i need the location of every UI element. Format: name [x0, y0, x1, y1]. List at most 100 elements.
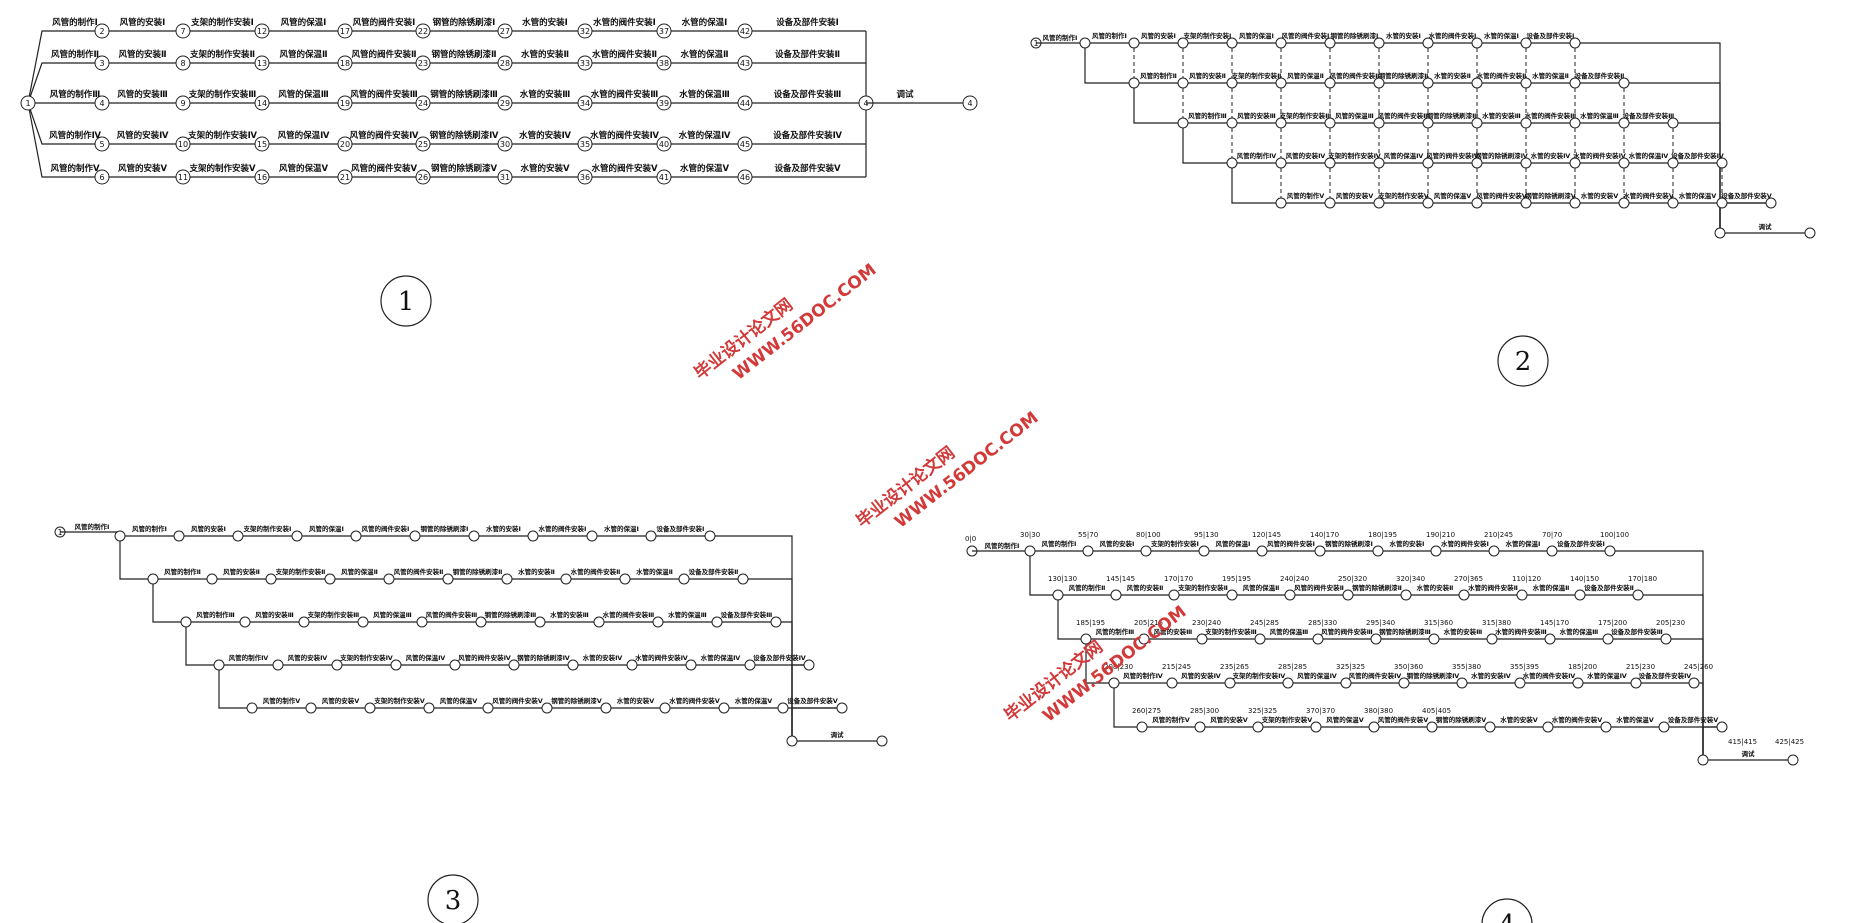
test-activity-label: 调试: [831, 730, 845, 739]
activity-label: 风管的安装Ⅱ: [223, 567, 260, 576]
event-node: [497, 169, 513, 185]
event-node: [1471, 37, 1483, 49]
activity-label: 钢管的除锈刷漆Ⅴ: [431, 163, 498, 174]
event-node: [497, 95, 513, 111]
activity-label: 钢管的除锈刷漆Ⅳ: [1475, 151, 1529, 160]
event-time-label: 170|180: [1628, 575, 1657, 583]
event-node: [1716, 721, 1728, 733]
activity-label: 钢管的除锈刷漆Ⅰ: [421, 524, 469, 533]
activity-label: 风管的保温Ⅱ: [279, 49, 327, 60]
event-node: [254, 136, 270, 152]
activity-line: [218, 665, 252, 709]
activity-line: [1057, 595, 1086, 640]
event-node: [534, 616, 546, 628]
activity-label: 钢管的除锈刷漆Ⅴ: [1436, 715, 1487, 724]
event-node: [1430, 545, 1442, 557]
event-node: [1168, 589, 1180, 601]
activity-label: 钢管的除锈刷漆Ⅱ: [1352, 583, 1402, 592]
event-node: [1108, 677, 1120, 689]
event-node: [659, 702, 671, 714]
activity-label: 支架的制作安装Ⅳ: [1232, 671, 1287, 680]
event-node: [777, 702, 789, 714]
activity-label: 水管的阀件安装Ⅴ: [1552, 715, 1603, 724]
activity-label: 风管的制作Ⅴ: [50, 163, 100, 174]
activity-label: 设备及部件安装Ⅰ: [1527, 31, 1575, 40]
activity-label: 风管的安装Ⅰ: [1141, 31, 1176, 40]
activity-label: 设备及部件安装Ⅴ: [787, 696, 838, 705]
event-node: [173, 530, 185, 542]
activity-label: 风管的阀件安装Ⅴ: [1476, 191, 1527, 200]
event-node: [1226, 37, 1238, 49]
event-node-number: 44: [740, 99, 750, 108]
activity-label: 水管的安装Ⅱ: [520, 49, 569, 60]
event-node: [1254, 633, 1266, 645]
activity-label: 风管的阀件安装Ⅳ: [350, 130, 420, 141]
activity-label: 风管的阀件安装Ⅲ: [350, 89, 418, 100]
event-node: [497, 136, 513, 152]
event-node: [94, 95, 110, 111]
activity-label: 水管的安装Ⅳ: [583, 653, 624, 662]
activity-label: 水管的安装Ⅲ: [550, 610, 589, 619]
activity-label: 风管的阀件安装Ⅲ: [426, 610, 478, 619]
activity-label: 风管的制作Ⅱ: [1140, 71, 1177, 80]
event-time-label: 185|200: [1568, 663, 1597, 671]
event-node: [1275, 197, 1287, 209]
event-node: [1422, 37, 1434, 49]
activity-label: 钢管的除锈刷漆Ⅴ: [1525, 191, 1576, 200]
activity-line: [27, 102, 102, 145]
event-time-label: 405|405: [1422, 707, 1451, 715]
activity-label: 水管的安装Ⅲ: [1482, 111, 1521, 120]
activity-line: [152, 579, 186, 623]
event-node: [1422, 157, 1434, 169]
event-node: [147, 573, 159, 585]
event-node: [1177, 77, 1189, 89]
event-time-label: 285|300: [1190, 707, 1219, 715]
event-node: [254, 23, 270, 39]
event-time-label: 95|130: [1194, 531, 1219, 539]
activity-label: 钢管的除锈刷漆Ⅰ: [1325, 539, 1373, 548]
event-node: [1198, 545, 1210, 557]
event-node: [1458, 589, 1470, 601]
event-node-number: 3: [99, 59, 104, 68]
activity-label: 支架的制作安装Ⅲ: [1204, 627, 1257, 636]
event-node: [577, 169, 593, 185]
event-node-number: 18: [340, 59, 350, 68]
event-node: [423, 702, 435, 714]
event-node: [497, 55, 513, 71]
event-node: [1484, 721, 1496, 733]
event-node: [1275, 77, 1287, 89]
activity-label: 风管的制作Ⅰ: [132, 524, 167, 533]
event-node: [1284, 589, 1296, 601]
activity-label: 钢管的除锈刷漆Ⅲ: [485, 610, 537, 619]
event-node: [1520, 77, 1532, 89]
event-time-label: 320|340: [1396, 575, 1425, 583]
event-node: [1632, 589, 1644, 601]
activity-label: 风管的制作Ⅴ: [263, 696, 301, 705]
event-time-label: 205|215: [1134, 619, 1163, 627]
event-node: [1630, 677, 1642, 689]
activity-label: 风管的安装Ⅲ: [117, 89, 168, 100]
activity-label: 风管的阀件安装Ⅰ: [1282, 31, 1330, 40]
event-node: [1520, 197, 1532, 209]
activity-label: 水管的阀件安装Ⅳ: [589, 130, 660, 141]
activity-label: 风管的保温Ⅲ: [373, 610, 412, 619]
event-node: [1574, 589, 1586, 601]
event-node: [1224, 677, 1236, 689]
event-node-number: 24: [418, 99, 428, 108]
event-node: [1166, 677, 1178, 689]
event-node-number: 39: [659, 99, 669, 108]
event-node-number: 23: [418, 59, 428, 68]
event-node: [291, 530, 303, 542]
activity-label: 设备及部件安装Ⅴ: [1668, 715, 1719, 724]
event-node-number: 6: [99, 173, 104, 182]
activity-label: 风管的保温Ⅰ: [1239, 31, 1274, 40]
activity-line: [1666, 638, 1704, 760]
activity-label: 风管的阀件安装Ⅱ: [1330, 71, 1380, 80]
event-time-label: 180|195: [1368, 531, 1397, 539]
event-node: [1312, 633, 1324, 645]
event-time-label: 190|210: [1426, 531, 1455, 539]
activity-line: [1231, 163, 1281, 204]
event-node: [685, 659, 697, 671]
